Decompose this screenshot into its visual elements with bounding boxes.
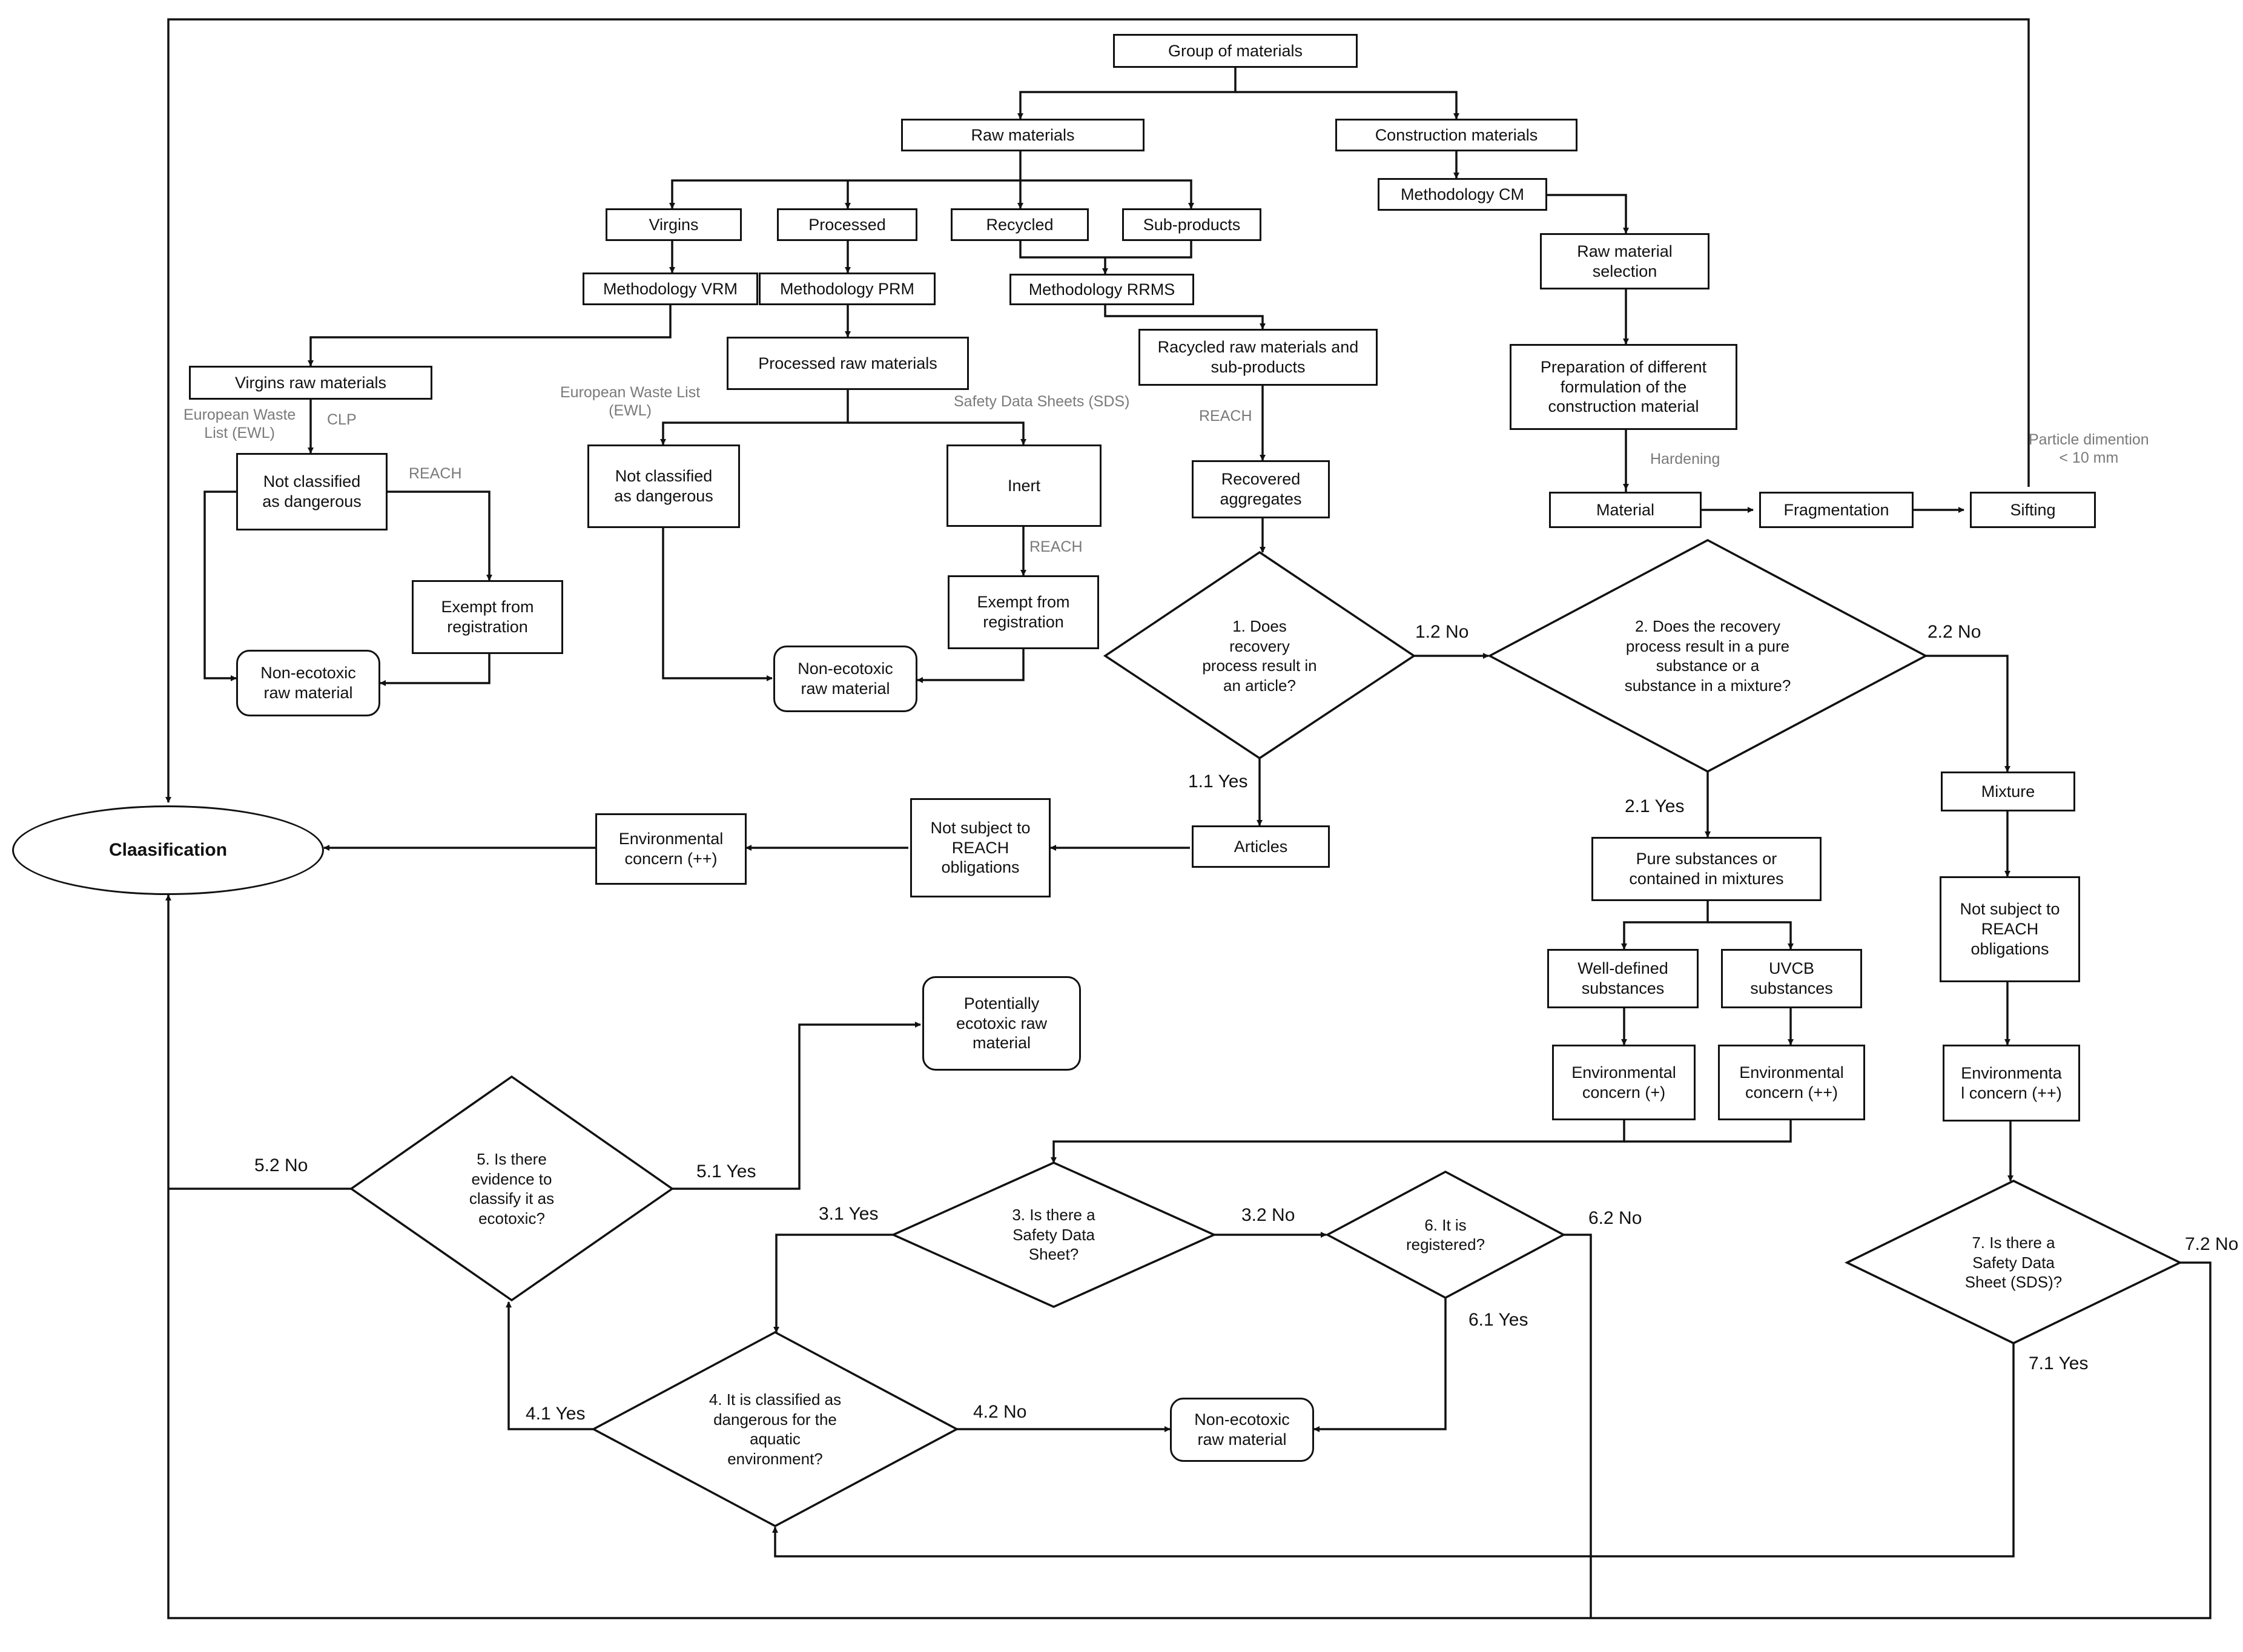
note-clp: CLP — [327, 411, 357, 428]
label-4-1-yes: 4.1 Yes — [526, 1404, 586, 1424]
methodology-cm-box: Methodology CM — [1378, 178, 1547, 211]
non-ecotoxic-box-2: Non-ecotoxic raw material — [773, 646, 917, 712]
env-concern-box-3: Environmental concern (++) — [1718, 1045, 1865, 1120]
fragmentation-box: Fragmentation — [1759, 492, 1914, 528]
pure-substances-box: Pure substances or contained in mixtures — [1591, 837, 1822, 901]
question-q4: 4. It is classified as dangerous for the… — [709, 1390, 842, 1468]
label-6-2-no: 6.2 No — [1588, 1208, 1642, 1228]
not-subject-reach-box-2: Not subject to REACH obligations — [1940, 876, 2080, 982]
label-7-1-yes: 7.1 Yes — [2029, 1353, 2089, 1373]
label-5-2-no: 5.2 No — [254, 1155, 308, 1175]
note-particle-dimension: Particle dimention < 10 mm — [2029, 431, 2149, 466]
label-3-2-no: 3.2 No — [1241, 1205, 1295, 1225]
virgins-box: Virgins — [606, 208, 742, 241]
inert-box: Inert — [946, 444, 1102, 527]
non-ecotoxic-box-1: Non-ecotoxic raw material — [236, 650, 380, 716]
recycled-box: Recycled — [951, 208, 1089, 241]
note-ewl-1: European Waste List (EWL) — [183, 406, 296, 441]
question-q1: 1. Does recovery process result in an ar… — [1202, 617, 1317, 695]
sifting-box: Sifting — [1970, 492, 2096, 528]
decision-diamond-q4 — [591, 1331, 959, 1527]
env-concern-box-4: Environmenta l concern (++) — [1943, 1045, 2080, 1122]
question-q3: 3. Is there a Safety Data Sheet? — [1012, 1206, 1095, 1264]
raw-materials-box: Raw materials — [901, 119, 1145, 151]
preparation-box: Preparation of different formulation of … — [1510, 344, 1737, 430]
label-6-1-yes: 6.1 Yes — [1468, 1310, 1528, 1330]
env-concern-box-2: Environmental concern (+) — [1552, 1045, 1696, 1120]
note-reach-2: REACH — [1029, 538, 1083, 555]
question-q5: 5. Is there evidence to classify it as e… — [469, 1150, 555, 1227]
sub-products-box: Sub-products — [1122, 208, 1261, 241]
note-reach-1: REACH — [409, 465, 462, 482]
processed-box: Processed — [777, 208, 917, 241]
question-q6: 6. It is registered? — [1406, 1215, 1485, 1254]
not-classified-box-1: Not classified as dangerous — [236, 453, 388, 530]
methodology-prm-box: Methodology PRM — [759, 273, 936, 305]
recycled-raw-materials-box: Racycled raw materials and sub-products — [1138, 329, 1378, 386]
recovered-aggregates-box: Recovered aggregates — [1192, 460, 1330, 518]
potentially-ecotoxic-box: Potentially ecotoxic raw material — [922, 976, 1081, 1071]
classification-ellipse: Claasification — [12, 805, 324, 895]
exempt-registration-box-1: Exempt from registration — [412, 580, 563, 654]
not-classified-box-2: Not classified as dangerous — [587, 444, 740, 528]
virgins-raw-materials-box: Virgins raw materials — [189, 366, 432, 400]
articles-box: Articles — [1192, 825, 1330, 868]
label-4-2-no: 4.2 No — [973, 1402, 1027, 1422]
group-of-materials-box: Group of materials — [1113, 34, 1358, 68]
env-concern-box-1: Environmental concern (++) — [595, 813, 747, 885]
label-2-1-yes: 2.1 Yes — [1625, 796, 1685, 816]
material-box: Material — [1549, 492, 1702, 528]
exempt-registration-box-2: Exempt from registration — [948, 575, 1099, 649]
processed-raw-materials-box: Processed raw materials — [727, 337, 969, 390]
note-sds: Safety Data Sheets (SDS) — [954, 393, 1130, 410]
note-ewl-2: European Waste List (EWL) — [560, 384, 701, 419]
note-hardening: Hardening — [1650, 451, 1720, 468]
label-2-2-no: 2.2 No — [1928, 622, 1981, 642]
label-1-1-yes: 1.1 Yes — [1188, 771, 1248, 791]
uvcb-box: UVCB substances — [1721, 949, 1862, 1008]
question-q7: 7. Is there a Safety Data Sheet (SDS)? — [1964, 1234, 2063, 1292]
question-q2: 2. Does the recovery process result in a… — [1624, 617, 1791, 695]
methodology-rrms-box: Methodology RRMS — [1009, 274, 1194, 305]
decision-diamond-q3 — [890, 1161, 1217, 1308]
construction-materials-box: Construction materials — [1335, 119, 1577, 151]
mixture-box: Mixture — [1941, 771, 2075, 811]
note-reach-3: REACH — [1199, 408, 1252, 425]
label-3-1-yes: 3.1 Yes — [819, 1204, 879, 1224]
label-1-2-no: 1.2 No — [1415, 622, 1469, 642]
label-7-2-no: 7.2 No — [2185, 1234, 2239, 1254]
not-subject-reach-box-1: Not subject to REACH obligations — [910, 798, 1051, 897]
label-5-1-yes: 5.1 Yes — [696, 1161, 756, 1181]
well-defined-box: Well-defined substances — [1547, 949, 1699, 1008]
raw-material-selection-box: Raw material selection — [1540, 233, 1710, 289]
non-ecotoxic-box-3: Non-ecotoxic raw material — [1170, 1398, 1314, 1462]
methodology-vrm-box: Methodology VRM — [583, 273, 758, 305]
decision-diamond-q5 — [349, 1075, 675, 1302]
